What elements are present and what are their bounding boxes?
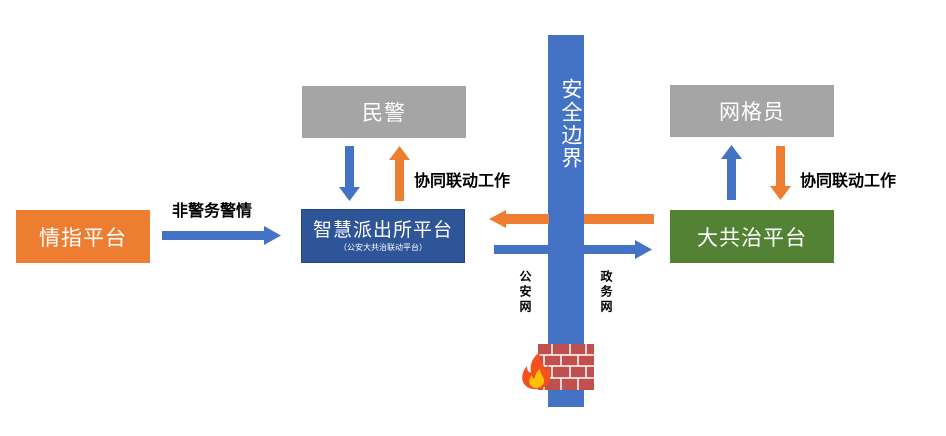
grid-worker-label: 网格员 [719,100,785,124]
co-governance-platform-box: 大共治平台 [670,210,834,263]
arrow-minjing-up [389,146,410,201]
firewall-icon [522,344,594,390]
smart-police-station-sublabel: （公安大共治联动平台） [339,242,427,252]
arrow-qingzhi-to-zhihui [162,226,281,245]
arrow-wangge-down [770,146,791,200]
collaboration-label-left: 协同联动工作 [414,171,511,190]
security-boundary-label: 安全边界 [559,78,583,170]
grid-worker-box: 网格员 [670,85,834,137]
non-police-incident-label: 非警务警情 [172,201,253,220]
police-officer-label: 民警 [362,101,406,125]
arrow-wangge-up [721,145,742,200]
qingzhi-platform-box: 情指平台 [16,210,150,263]
smart-police-station-label: 智慧派出所平台 [312,218,453,241]
qingzhi-platform-label: 情指平台 [39,225,127,250]
collaboration-label-right: 协同联动工作 [800,171,897,190]
fire-icon [522,352,551,389]
arrow-zhihui-to-dagong [494,240,652,259]
arrow-dagong-to-zhihui [489,210,654,228]
co-governance-platform-label: 大共治平台 [697,225,807,250]
smart-police-station-box: 智慧派出所平台 （公安大共治联动平台） [301,209,465,263]
police-officer-box: 民警 [302,86,466,138]
government-network-label: 政务网 [599,270,613,315]
public-security-network-label: 公安网 [518,270,532,315]
arrow-minjing-down [339,146,360,201]
